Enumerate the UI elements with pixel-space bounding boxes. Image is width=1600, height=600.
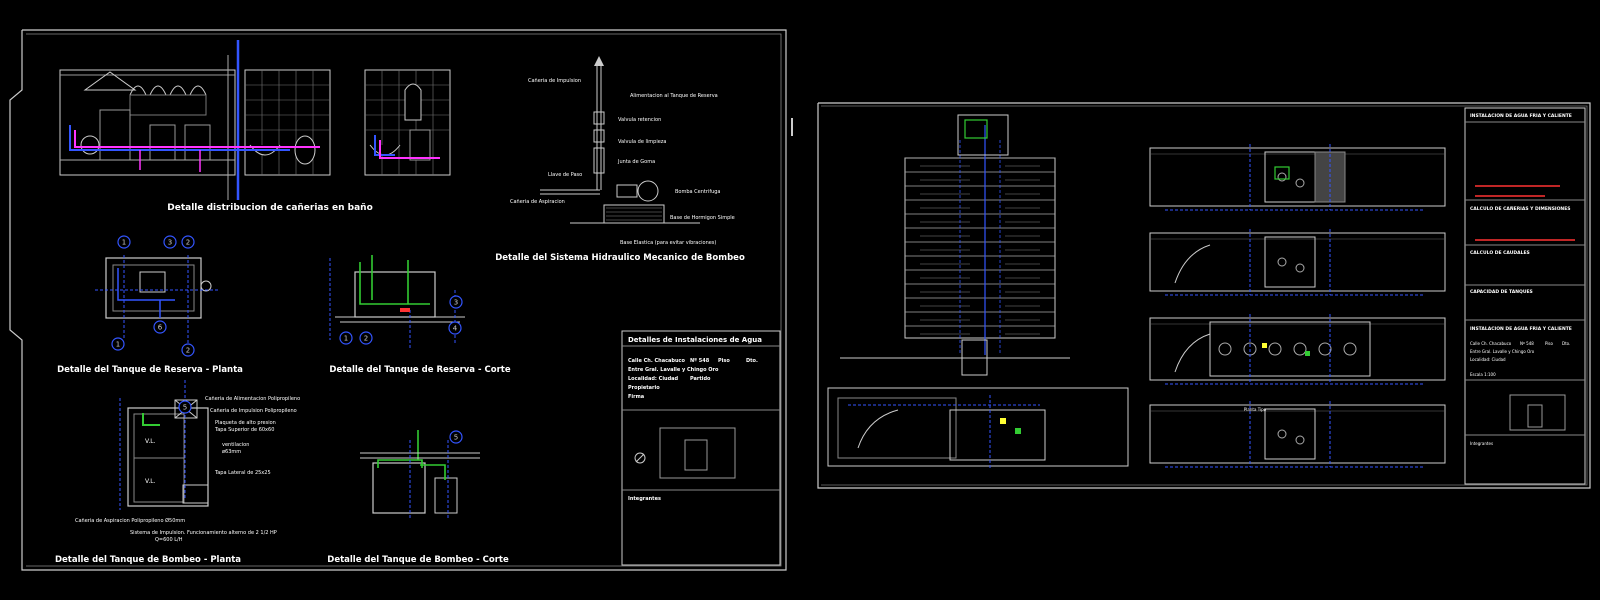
callout-number: 2	[364, 335, 368, 343]
floor-plans	[1149, 144, 1446, 468]
label-impulsion-pipe: Cañeria de Impulsion	[528, 78, 581, 84]
callout-bubble: 3	[449, 295, 463, 309]
floor-plan	[1149, 144, 1446, 211]
tb-right-row1: Calle Ch. Chacabuco	[1470, 341, 1512, 346]
callout-number: 1	[116, 341, 120, 349]
callout-bubble: 2	[181, 235, 195, 249]
pt-vl-2: V.L.	[145, 478, 156, 485]
bath-elevation-1	[59, 69, 236, 176]
right-sheet: INSTALACION DE AGUA FRIA Y CALIENTE CALC…	[791, 102, 1591, 489]
tb-right-section-calc: CALCULO DE CAUDALES	[1470, 250, 1530, 256]
callout-number: 5	[454, 434, 458, 442]
floor-plan	[1149, 401, 1446, 468]
reserve-tank-section	[329, 255, 465, 350]
tb-left-row2: Entre Gral. Lavalle y Chingo Oro	[628, 367, 719, 373]
ground-floor-plan	[827, 387, 1129, 470]
label-suction-pipe: Cañeria de Aspiracion	[510, 199, 565, 205]
floor-plan	[1149, 314, 1446, 385]
pt-top-lid: Tapa Superior de 60x60	[214, 427, 274, 433]
label-rubber-base: Base Elastica (para evitar vibraciones)	[620, 240, 716, 246]
pump-tank-plan	[119, 380, 209, 510]
callout-number: 1	[122, 239, 126, 247]
label-pass-key: Llave de Paso	[548, 172, 582, 178]
pt-side-lid: Tapa Lateral de 25x25	[214, 470, 271, 476]
label-gate-valve: Valvula de limpieza	[618, 139, 666, 145]
callout-number: 3	[454, 299, 458, 307]
label-centrifugal-pump: Bomba Centrifuga	[675, 189, 721, 195]
tb-right-row1-a: Piso	[1545, 341, 1554, 346]
callout-number: 3	[168, 239, 172, 247]
pt-vl-1: V.L.	[145, 438, 156, 445]
left-sheet: Detalle distribucion de cañerias en baño…	[9, 29, 787, 571]
pump-tank-section-title: Detalle del Tanque de Bombeo - Corte	[327, 555, 509, 565]
tb-right-section-tanks: CAPACIDAD DE TANQUES	[1470, 289, 1533, 295]
tb-left-row1-b: Dto.	[746, 358, 758, 364]
callout-bubble: 4	[448, 321, 462, 335]
tb-left-row3: Localidad: Ciudad	[628, 376, 679, 382]
tb-right-row1-num: Nº 548	[1520, 341, 1534, 346]
title-block-left	[621, 330, 781, 566]
hydraulic-system-title: Detalle del Sistema Hidraulico Mecanico …	[495, 253, 745, 263]
callout-bubble: 1	[111, 337, 125, 351]
callout-bubble: 1	[117, 235, 131, 249]
callout-bubble: 2	[181, 343, 195, 357]
tb-left-row1-num: Nº 548	[690, 358, 710, 364]
tb-right-row1-b: Dto.	[1562, 341, 1570, 346]
callout-bubble: 5	[449, 430, 463, 444]
pt-pump-system: Sistema de Impulsion. Funcionamiento alt…	[130, 530, 277, 536]
reserve-tank-plan	[95, 255, 220, 345]
pt-feed-pipe: Cañeria de Alimentacion Polipropileno	[205, 396, 300, 402]
callout-bubble: 3	[163, 235, 177, 249]
tb-left-row3-b: Partido	[690, 376, 711, 382]
callout-bubble: 6	[153, 320, 167, 334]
label-tank-feed: Alimentacion al Tanque de Reserva	[630, 93, 718, 99]
tb-left-row1: Calle Ch. Chacabuco	[628, 358, 686, 364]
floor-plan	[1149, 229, 1446, 296]
reserve-tank-plan-title: Detalle del Tanque de Reserva - Planta	[57, 365, 243, 375]
tb-right-heading: INSTALACION DE AGUA FRIA Y CALIENTE	[1470, 113, 1572, 119]
reserve-tank-section-title: Detalle del Tanque de Reserva - Corte	[329, 365, 510, 375]
label-concrete-base: Base de Hormigon Simple	[670, 215, 735, 221]
pt-ventilation-size: ø63mm	[222, 449, 241, 455]
callout-bubble: 1	[339, 331, 353, 345]
floor-plan-label: Planta Tipo	[1244, 407, 1267, 412]
tb-left-signature: Integrantes	[628, 496, 661, 502]
callout-number: 1	[344, 335, 348, 343]
building-section	[840, 114, 1070, 376]
tb-right-signature: Integrantes	[1470, 441, 1493, 446]
pump-tank-section	[360, 430, 480, 520]
title-block-right	[1464, 107, 1586, 485]
tb-right-row2: Entre Gral. Lavalle y Chingo Oro	[1470, 349, 1535, 354]
pump-tank-plan-title: Detalle del Tanque de Bombeo - Planta	[55, 555, 241, 565]
tb-left-row4: Propietario	[628, 385, 660, 391]
pt-suction-pipe: Cañeria de Aspiracion Polipropileno Ø50m…	[75, 517, 185, 524]
callout-number: 5	[183, 404, 187, 412]
callout-number: 2	[186, 347, 190, 355]
label-rubber-joint: Junta de Goma	[617, 159, 655, 165]
callout-bubble: 2	[359, 331, 373, 345]
callout-number: 4	[453, 325, 458, 333]
tb-right-section-pipes: CALCULO DE CAÑERIAS Y DIMENSIONES	[1470, 205, 1571, 212]
pt-lid-label: Plaqueta de alto presion	[215, 420, 276, 426]
label-check-valve: Valvula retencion	[618, 117, 661, 123]
callout-bubbles: 1 2 3 1 2 6 1 2 3 4 5 5	[111, 235, 463, 444]
tb-right-row-heading: INSTALACION DE AGUA FRIA Y CALIENTE	[1470, 326, 1572, 332]
pt-impulsion-pipe: Cañeria de Impulsion Polipropileno	[210, 408, 297, 414]
pt-ventilation: ventilacion	[222, 442, 249, 448]
bath-distribution-title: Detalle distribucion de cañerias en baño	[167, 203, 373, 213]
tb-left-row1-a: Piso	[718, 358, 730, 364]
tb-right-row4: Escala 1:100	[1470, 372, 1496, 377]
pump-system-diagram	[540, 56, 700, 224]
callout-number: 2	[186, 239, 190, 247]
bath-elevation-3	[364, 69, 451, 176]
tb-left-row5: Firma	[628, 394, 644, 400]
callout-number: 6	[158, 324, 163, 332]
callout-bubble: 5	[178, 400, 192, 414]
tb-left-heading: Detalles de Instalaciones de Agua	[628, 336, 762, 344]
tb-right-row3: Localidad: Ciudad	[1470, 357, 1506, 362]
pt-pump-flow: Q=600 L/H	[155, 537, 183, 543]
